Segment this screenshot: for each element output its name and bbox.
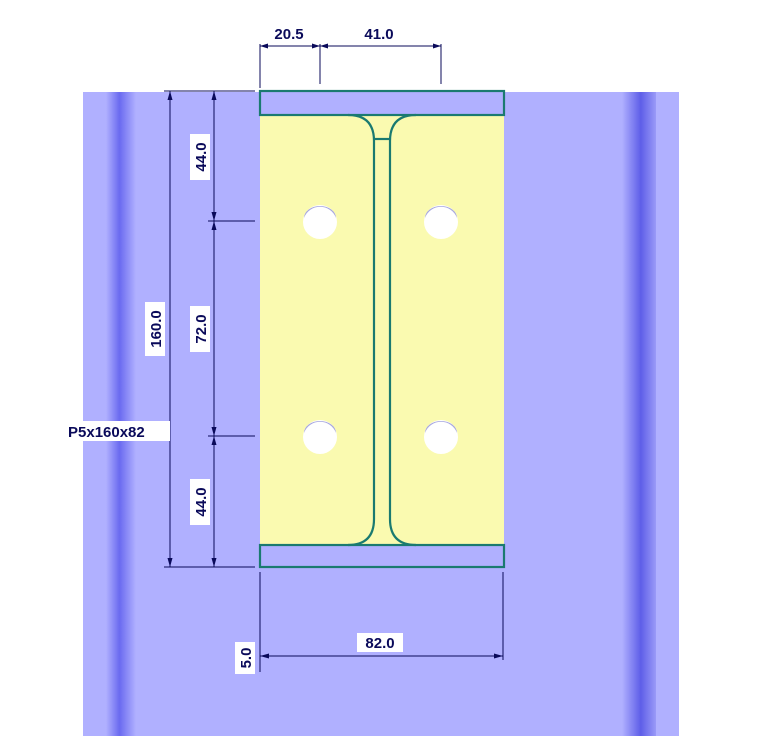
column-flange-right-shade: [622, 92, 656, 736]
beam-section: [258, 89, 506, 569]
dim-top-edge-distance: 44.0: [193, 142, 210, 171]
bolt-hole: [424, 420, 458, 454]
bolt-holes: [303, 205, 458, 454]
dim-plate-thickness: 5.0: [238, 648, 255, 669]
bolt-hole: [303, 420, 337, 454]
bolt-hole: [303, 205, 337, 239]
bolt-hole: [424, 205, 458, 239]
dimension-lines: [164, 43, 504, 672]
dim-top-edge-gauge: 20.5: [274, 26, 303, 43]
end-plate: [260, 92, 504, 568]
dim-plate-width: 82.0: [365, 635, 394, 652]
dim-bolt-gauge: 41.0: [364, 26, 393, 43]
column-flange-left-shade: [106, 92, 136, 736]
beam-top-flange: [258, 89, 506, 117]
dim-plate-height: 160.0: [148, 310, 165, 348]
beam-web-right: [388, 113, 417, 547]
dim-bolt-pitch: 72.0: [193, 314, 210, 343]
beam-bottom-flange: [258, 543, 506, 569]
beam-web-left: [347, 113, 376, 547]
dim-bottom-edge-distance: 44.0: [193, 487, 210, 516]
plate-label: P5x160x82: [68, 424, 145, 441]
dimension-labels: 20.5 41.0 160.0 44.0 72.0 44.0 5.0 82.0 …: [66, 24, 403, 674]
